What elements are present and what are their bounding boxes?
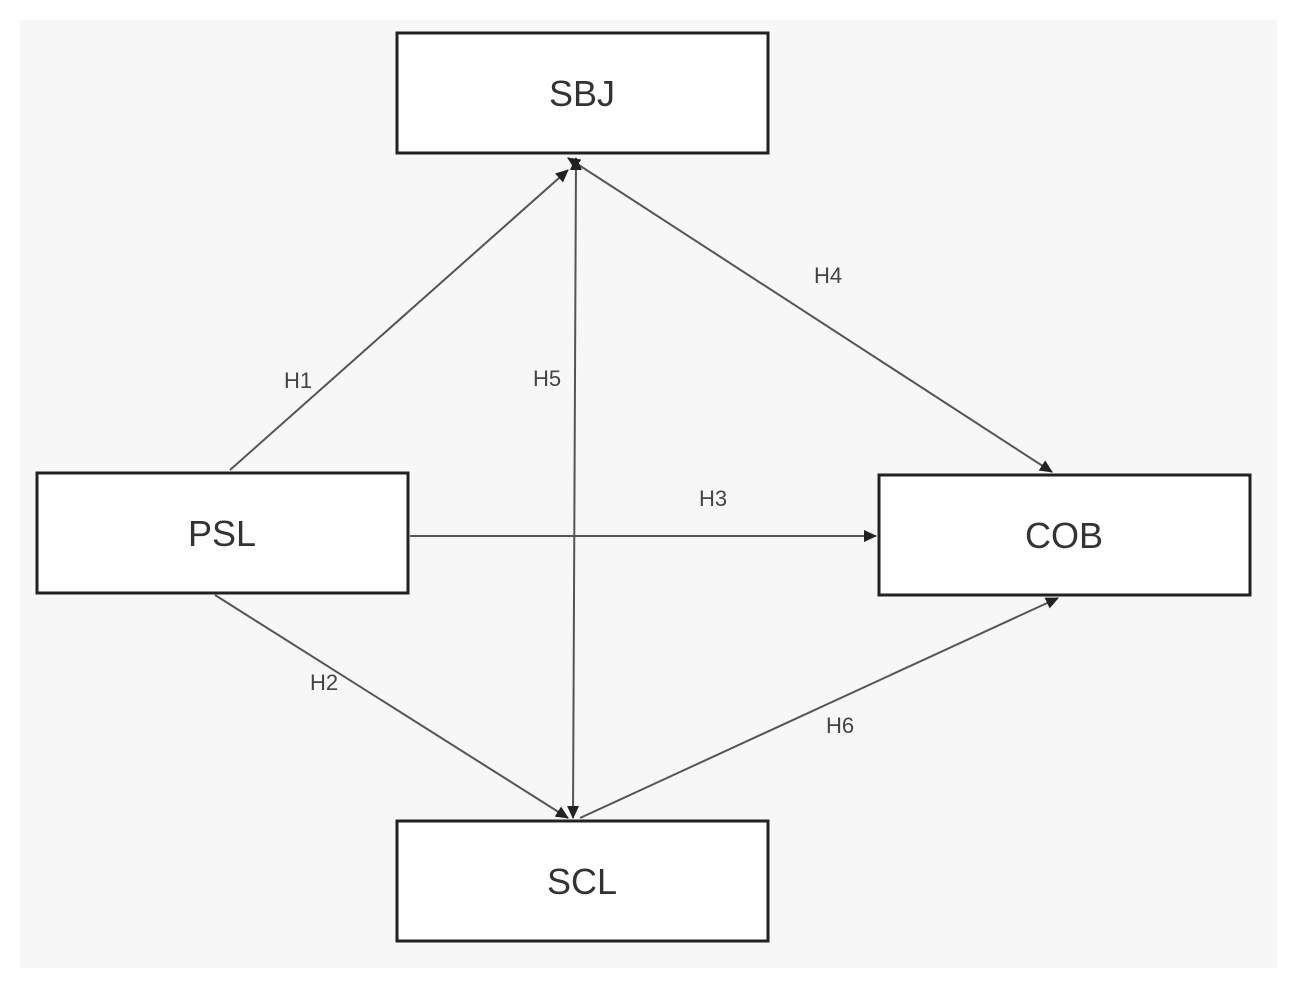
node-label-scl: SCL [547, 861, 617, 902]
edge-h1-psl-to-sbj [229, 169, 569, 471]
edge-label-h2: H2 [310, 670, 338, 695]
node-box-cob [877, 473, 1252, 597]
node-label-psl: PSL [188, 513, 256, 554]
node-label-sbj: SBJ [549, 73, 615, 114]
edge-h5-scl-sbj [567, 157, 582, 819]
edge-h6-scl-to-cob [579, 597, 1059, 819]
edge-label-h3: H3 [699, 486, 727, 511]
node-box-scl [395, 819, 770, 943]
node-box-psl [35, 471, 410, 595]
edge-h4-sbj-cob [567, 157, 1053, 473]
node-label-cob: COB [1025, 515, 1103, 556]
edge-label-h1: H1 [284, 368, 312, 393]
edge-label-h4: H4 [814, 263, 842, 288]
edge-h2-psl-to-scl [214, 594, 569, 819]
node-box-sbj [395, 31, 770, 155]
edge-label-h5: H5 [533, 366, 561, 391]
edge-label-h6: H6 [826, 713, 854, 738]
